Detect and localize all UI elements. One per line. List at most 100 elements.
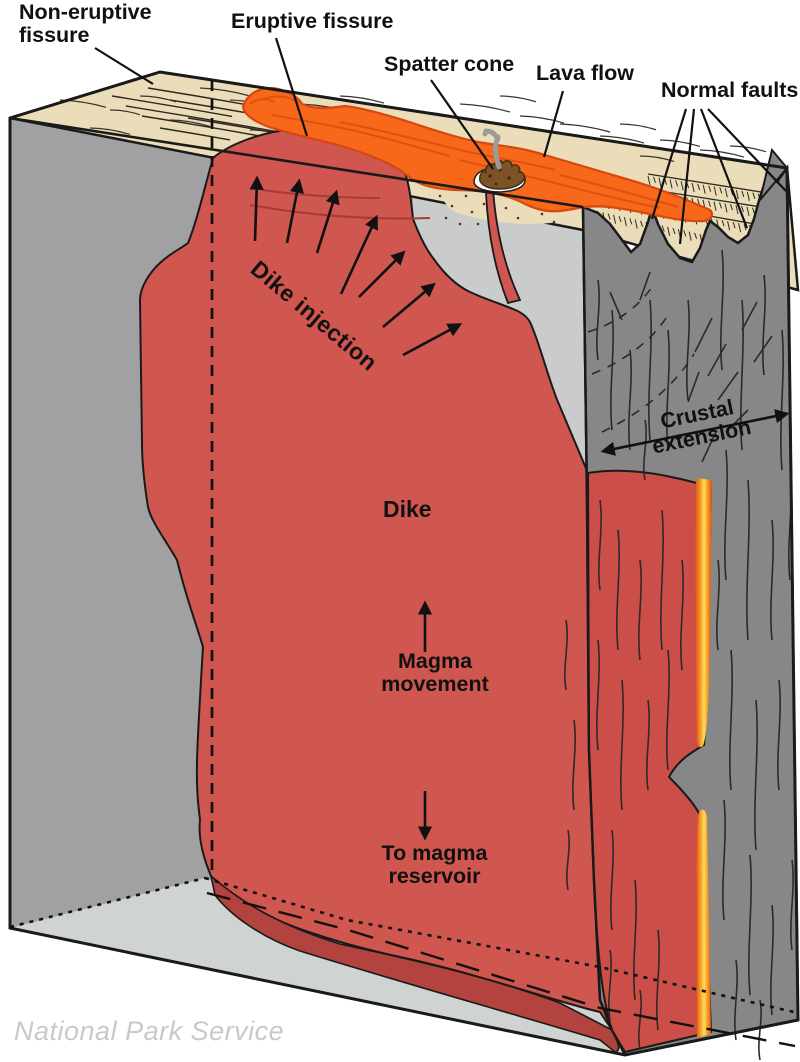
crack-line xyxy=(770,519,774,641)
crack-line xyxy=(716,559,720,651)
stipple-dot xyxy=(444,216,448,220)
crack-line xyxy=(724,449,728,581)
speckle xyxy=(507,176,511,180)
injection-arrow xyxy=(339,214,379,295)
crack-line xyxy=(680,559,684,671)
radial-fracture xyxy=(687,371,700,403)
fissure-crack xyxy=(125,105,277,133)
hatch-tick xyxy=(613,214,617,224)
crack-line xyxy=(620,679,624,811)
hatch-tick xyxy=(691,182,695,193)
injection-arrow xyxy=(285,178,304,244)
stipple-dot xyxy=(464,194,468,198)
magma-glow-upper xyxy=(695,478,712,748)
hatch-tick xyxy=(746,206,750,216)
hatch-tick xyxy=(672,227,676,235)
hatch-tick xyxy=(741,205,744,213)
crack-line xyxy=(722,799,726,921)
hatch-tick xyxy=(680,181,684,191)
hatch-tick xyxy=(607,213,611,220)
stipple-dot xyxy=(516,216,520,220)
leader-eruptive xyxy=(274,37,309,137)
dike-body xyxy=(138,127,613,1031)
lava-line xyxy=(271,114,451,157)
hatch-tick xyxy=(713,201,717,211)
hatch-tick xyxy=(724,203,728,213)
label-magma-movement: Magma movement xyxy=(381,649,489,697)
texture-line xyxy=(89,127,131,135)
label-lava-flow: Lava flow xyxy=(536,61,634,85)
hatch-tick xyxy=(697,183,701,191)
injection-arrow xyxy=(358,250,406,298)
leader-non-eruptive xyxy=(94,47,154,85)
crack-line xyxy=(754,699,758,851)
fissure-crack xyxy=(141,115,263,138)
texture-line xyxy=(109,109,141,116)
hatch-tick xyxy=(719,187,723,194)
texture-line xyxy=(559,123,611,133)
hatch-tick xyxy=(752,207,755,214)
watermark: National Park Service xyxy=(14,1016,285,1046)
leader-spatter xyxy=(430,79,494,170)
crack-line xyxy=(638,989,642,1051)
hatch-tick xyxy=(735,204,739,215)
crack-line xyxy=(616,529,620,651)
hatch-tick xyxy=(697,198,700,206)
label-dike: Dike xyxy=(383,496,432,522)
radial-fracture xyxy=(639,271,651,301)
fissure-floor xyxy=(440,186,565,224)
crack-line xyxy=(596,639,600,751)
hatch-tick xyxy=(738,223,742,233)
label-non-eruptive-fissure: Non-eruptive fissure xyxy=(19,0,152,48)
radial-fracture xyxy=(753,335,773,363)
hatch-tick xyxy=(721,220,725,227)
stipple-dot xyxy=(552,220,556,224)
fissure-crack xyxy=(187,117,279,134)
leader-fault-1 xyxy=(650,108,688,220)
label-spatter-cone: Spatter cone xyxy=(384,52,515,76)
radial-fracture xyxy=(741,301,758,331)
stipple-dot xyxy=(438,194,442,198)
hatch-tick xyxy=(618,215,622,223)
injection-arrow xyxy=(249,175,264,242)
hatch-tick xyxy=(669,179,673,189)
hatch-tick xyxy=(732,222,736,229)
texture-line xyxy=(499,95,537,103)
fault-root-fractures xyxy=(587,283,695,433)
hatch-tick xyxy=(640,220,644,227)
hatch-tick xyxy=(708,185,712,192)
texture-line xyxy=(619,123,657,131)
crack-line xyxy=(638,559,642,661)
hatch-tick xyxy=(683,230,687,237)
hatch-tick xyxy=(653,176,656,184)
hatch-tick xyxy=(713,186,717,196)
crack-line xyxy=(790,859,794,951)
hidden-bottom-edge-left xyxy=(9,876,206,929)
crack-line xyxy=(748,854,752,996)
shade-line xyxy=(261,189,381,199)
spatter-speckles xyxy=(488,168,511,186)
injection-arrow xyxy=(382,282,436,328)
crack-line xyxy=(610,829,614,931)
hatch-tick xyxy=(675,180,679,187)
crack-line xyxy=(660,509,664,651)
crack-line xyxy=(598,499,602,591)
texture-line xyxy=(519,115,565,124)
crack-line xyxy=(566,829,570,891)
texture-line xyxy=(339,95,385,104)
hatch-tick xyxy=(708,200,711,207)
label-normal-faults: Normal faults xyxy=(661,78,799,102)
fracture-arc xyxy=(601,353,695,433)
hatch-tick xyxy=(647,175,651,186)
crack-line xyxy=(633,879,637,1001)
hatch-tick xyxy=(730,189,734,196)
stipple-dot xyxy=(458,222,462,226)
hatch-tick xyxy=(741,190,745,198)
stipple-dot xyxy=(450,204,454,208)
radial-fracture xyxy=(609,291,623,321)
hatch-tick xyxy=(623,217,627,227)
fracture-arc xyxy=(591,311,671,375)
hatch-tick xyxy=(719,202,722,209)
hatch-tick xyxy=(634,219,638,229)
fissure-crack xyxy=(159,127,231,141)
